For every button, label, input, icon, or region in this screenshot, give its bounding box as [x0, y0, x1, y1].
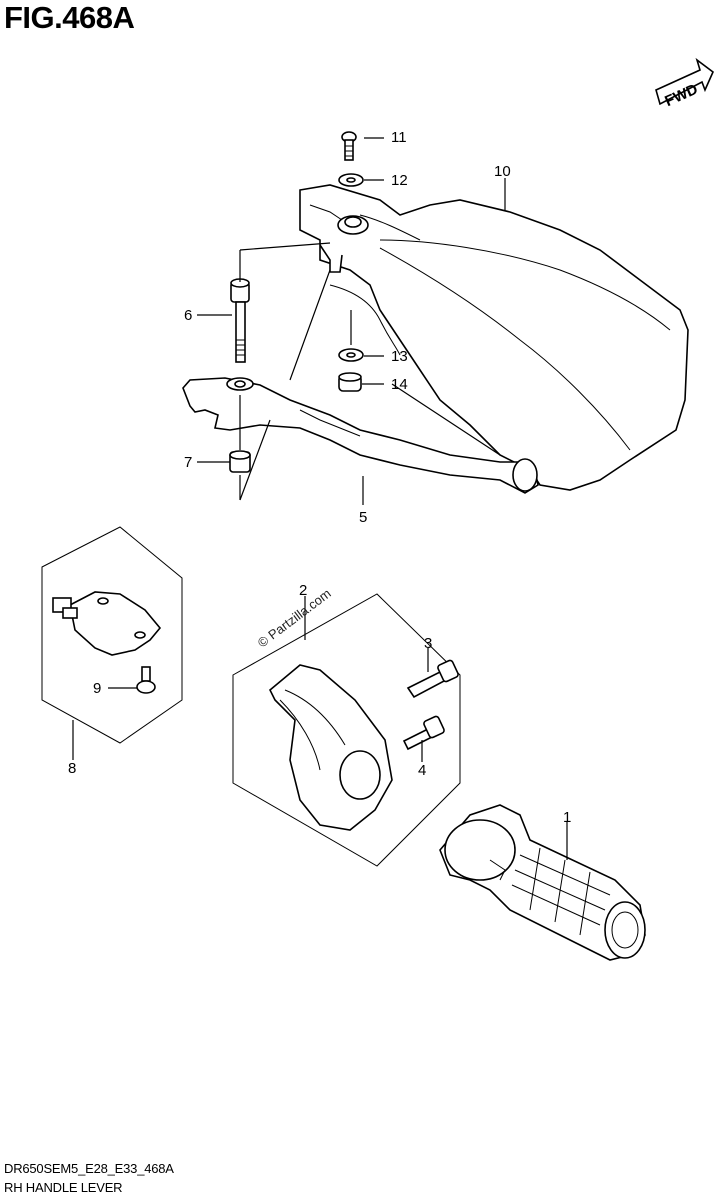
figure-title: FIG.468A: [4, 0, 135, 35]
callout-10[interactable]: 10: [494, 163, 511, 180]
washer-part-12[interactable]: [338, 173, 364, 187]
callout-14[interactable]: 14: [391, 376, 408, 393]
bolt-part-4[interactable]: [402, 715, 445, 751]
callout-4[interactable]: 4: [418, 762, 426, 779]
bolt-part-6[interactable]: [230, 278, 250, 363]
throttle-housing-box-part-2[interactable]: [232, 593, 461, 867]
callout-13[interactable]: 13: [391, 348, 408, 365]
collar-part-14[interactable]: [338, 372, 362, 392]
fwd-arrow-icon: FWD: [655, 57, 714, 110]
bolt-part-3[interactable]: [406, 659, 459, 699]
brake-lever-part-5[interactable]: [182, 377, 539, 494]
callout-11[interactable]: 11: [391, 129, 407, 146]
callout-5[interactable]: 5: [359, 509, 367, 526]
callout-1[interactable]: 1: [563, 809, 571, 826]
grip-part-1[interactable]: [439, 804, 646, 961]
screw-part-11[interactable]: [341, 131, 357, 161]
diagram-code: DR650SEM5_E28_E33_468A: [4, 1161, 174, 1176]
diagram-subtitle: RH HANDLE LEVER: [4, 1180, 123, 1195]
callout-8[interactable]: 8: [68, 760, 76, 777]
nut-part-7[interactable]: [229, 450, 251, 473]
callout-2[interactable]: 2: [299, 582, 307, 599]
switch-assembly-box-part-8[interactable]: [41, 526, 183, 744]
screw-part-9[interactable]: [136, 666, 156, 694]
washer-part-13[interactable]: [338, 348, 364, 362]
callout-3[interactable]: 3: [424, 635, 432, 652]
callout-12[interactable]: 12: [391, 172, 408, 189]
callout-7[interactable]: 7: [184, 454, 192, 471]
callout-6[interactable]: 6: [184, 307, 192, 324]
callout-9[interactable]: 9: [93, 680, 101, 697]
hand-guard-part-10[interactable]: [299, 184, 689, 491]
